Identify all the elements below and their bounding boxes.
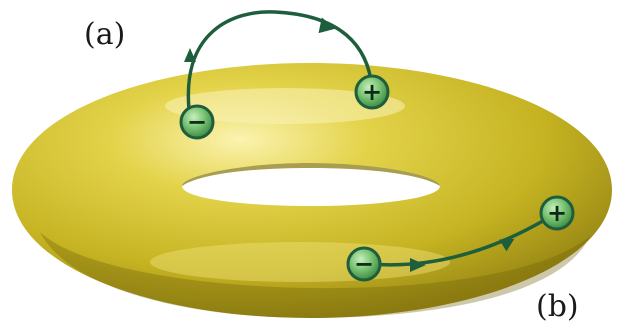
path-a — [184, 10, 374, 120]
negative-charge-a-sign: − — [187, 108, 207, 136]
torus-front-highlight — [150, 242, 450, 282]
negative-charge-b: − — [346, 246, 382, 282]
negative-charge-a: − — [179, 104, 215, 140]
path-a-arc — [186, 10, 374, 120]
path-b — [368, 216, 550, 272]
panel-label-b: (b) — [536, 289, 579, 324]
positive-charge-a-sign: + — [362, 78, 382, 106]
positive-charge-b-sign: + — [547, 199, 567, 227]
positive-charge-a: + — [354, 74, 390, 110]
torus-top-highlight — [165, 88, 405, 124]
path-b-arrow-1-icon — [410, 258, 426, 272]
torus-inner-wall — [182, 163, 440, 186]
negative-charge-b-sign: − — [354, 250, 374, 278]
path-b-arrow-2-icon — [499, 238, 515, 252]
positive-charge-b: + — [539, 195, 575, 231]
torus-bottom-shadow — [40, 232, 590, 318]
path-a-arrow-right-icon — [318, 17, 336, 34]
path-b-curve — [368, 216, 550, 267]
torus — [12, 63, 612, 318]
path-a-arrow-left-icon — [184, 48, 196, 62]
panel-label-a: (a) — [84, 17, 126, 52]
